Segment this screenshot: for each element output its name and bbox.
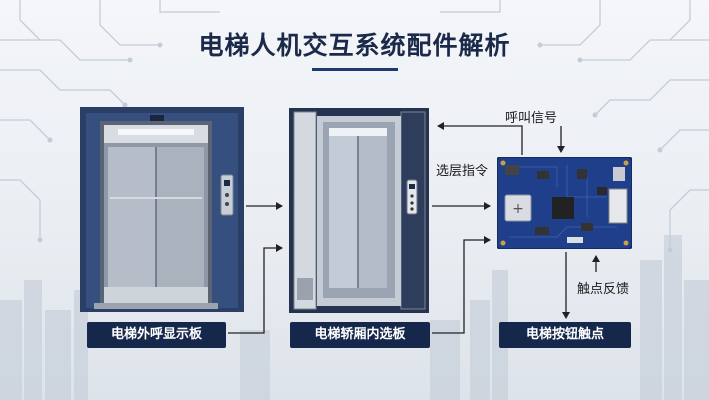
outer-display-label: 电梯外呼显示板 — [87, 322, 226, 348]
arrow-car-label-up — [432, 236, 491, 334]
arrow-call-signal — [437, 122, 523, 155]
title-underline — [312, 68, 398, 71]
svg-text:+: + — [512, 201, 524, 217]
call-signal-label: 呼叫信号 — [505, 111, 558, 126]
floor-select-label: 选层指令 — [436, 164, 489, 179]
button-contact-pcb-image: + — [497, 157, 632, 249]
button-contact-label: 电梯按钮触点 — [499, 322, 631, 348]
arrow-outer-label-up — [228, 244, 283, 334]
page-title: 电梯人机交互系统配件解析 — [198, 31, 511, 60]
elevator-entrance-image — [80, 107, 244, 312]
touch-feedback-label: 触点反馈 — [577, 282, 630, 297]
car-panel-image — [289, 108, 429, 313]
car-panel-label: 电梯轿厢内选板 — [290, 322, 430, 348]
